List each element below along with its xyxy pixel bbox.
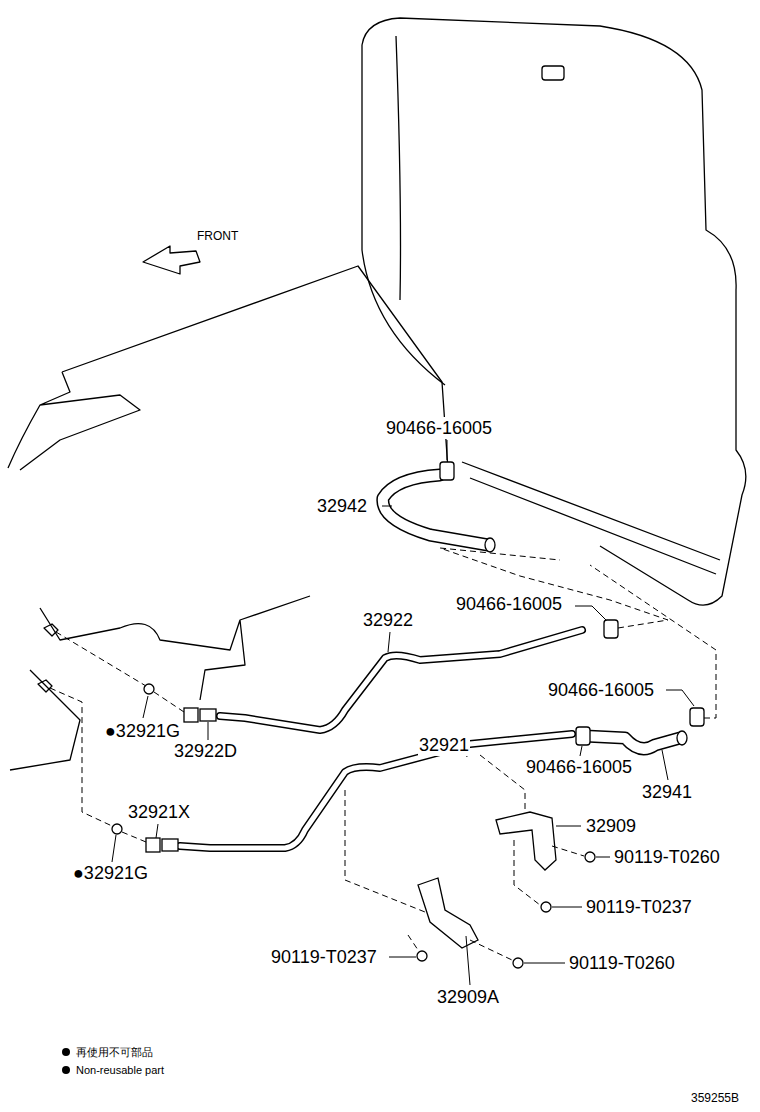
part-number: 90119-T0237 — [585, 896, 693, 918]
legend-text: Non-reusable part — [76, 1063, 164, 1077]
leader-line — [389, 957, 416, 958]
leader-line — [208, 722, 209, 740]
assembly-line — [408, 846, 584, 960]
hose-end — [485, 538, 495, 552]
part-number: 90466-16005 — [385, 417, 493, 439]
bracket — [496, 812, 556, 870]
leader-line — [143, 696, 148, 718]
legend-text: 再使用不可部品 — [76, 1045, 153, 1059]
assembly-line — [514, 840, 540, 905]
bolt — [585, 852, 595, 862]
radiator-outline — [362, 18, 746, 605]
part-number: ●32921G — [72, 862, 149, 884]
oil-cooler-tube — [220, 630, 582, 730]
transmission-outline — [8, 266, 448, 470]
leader-line — [112, 835, 116, 862]
part-number: 32909 — [585, 815, 637, 837]
assembly-line — [56, 632, 184, 712]
clamp — [576, 727, 590, 745]
part-number: 32922 — [362, 609, 414, 631]
assembly-line — [480, 755, 525, 812]
case-outline — [10, 596, 310, 770]
part-number: 32941 — [641, 781, 693, 803]
part-number: 90466-16005 — [455, 593, 563, 615]
bracket — [418, 878, 478, 948]
assembly-line — [440, 548, 668, 628]
leader-line — [447, 440, 448, 460]
direction-label: FRONT — [196, 225, 239, 247]
leader-line — [156, 824, 158, 838]
hose — [383, 475, 488, 545]
port — [38, 624, 58, 692]
clamp — [604, 620, 618, 638]
legend-dot — [62, 1048, 70, 1056]
union-fitting — [146, 838, 160, 852]
hose — [383, 475, 488, 545]
bolt — [541, 902, 551, 912]
leader-line — [524, 963, 565, 964]
bolt — [513, 958, 523, 968]
part-number: 90466-16005 — [525, 756, 633, 778]
leader-line — [556, 826, 581, 827]
oil-cooler-tube — [220, 630, 582, 730]
radiator-pipe — [462, 462, 720, 574]
clamp — [690, 708, 704, 726]
leader-line — [662, 750, 668, 780]
union-fitting — [200, 709, 216, 721]
union-fitting — [162, 839, 178, 851]
part-number: 90119-T0260 — [613, 846, 721, 868]
part-number: 32942 — [316, 495, 368, 517]
part-number: 90119-T0260 — [568, 952, 676, 974]
part-number: 32909A — [436, 986, 500, 1008]
part-number: 90466-16005 — [547, 679, 655, 701]
leader-line — [388, 632, 390, 652]
leader-line — [575, 606, 606, 620]
hose — [585, 736, 680, 749]
bolt — [417, 951, 427, 961]
union-fitting — [184, 708, 198, 722]
radiator-cap — [542, 66, 564, 80]
assembly-line — [345, 790, 425, 912]
leader-line — [552, 907, 582, 908]
leader-line — [382, 506, 392, 507]
hose — [585, 736, 680, 749]
leader-line — [580, 746, 582, 756]
part-number: 32921X — [127, 801, 191, 823]
part-number: 32922D — [173, 740, 238, 762]
leader-line — [466, 936, 470, 985]
part-number: 90119-T0237 — [270, 946, 378, 968]
hose-end — [677, 731, 687, 745]
figure-number: 359255B — [690, 1087, 740, 1109]
gasket — [112, 824, 122, 834]
legend-dot — [62, 1066, 70, 1074]
front-arrow — [143, 246, 200, 274]
part-number: 32921 — [418, 734, 470, 756]
part-number: ●32921G — [104, 720, 181, 742]
leader-line — [666, 690, 694, 706]
leader-line — [596, 857, 610, 858]
clamp — [440, 462, 454, 480]
